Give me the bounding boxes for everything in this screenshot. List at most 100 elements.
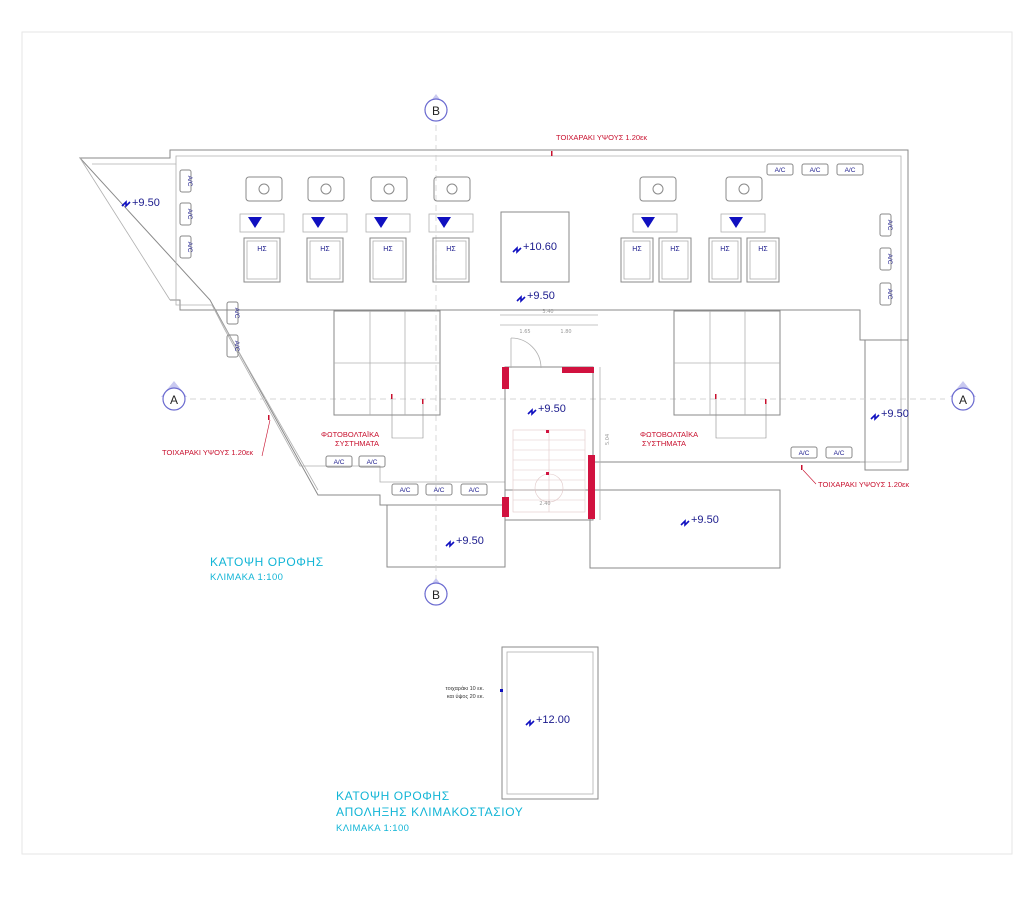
plan-title: ΚΑΤΟΨΗ ΟΡΟΦΗΣ [210,555,324,569]
svg-text:ΗΣ: ΗΣ [257,246,267,253]
ac-unit: A/C [425,483,453,496]
ac-unit: A/C [179,202,193,226]
roof-outline [78,149,909,569]
level-arrow-icon [680,519,690,527]
level-arrow-icon [512,246,522,254]
svg-text:ΗΣ: ΗΣ [758,246,768,253]
svg-text:A/C: A/C [810,167,821,174]
level-arrow-icon [870,413,880,421]
svg-text:+9.50: +9.50 [527,290,555,302]
svg-text:+12.00: +12.00 [536,714,570,726]
svg-text:+9.50: +9.50 [456,535,484,547]
ac-unit: A/C [879,282,893,306]
plan-scale: ΚΛΙΜΑΚΑ 1:100 [210,572,283,583]
level-arrow-icon [516,295,526,303]
triangle-marker-icon [632,213,678,233]
svg-text:A/C: A/C [799,450,810,457]
hs-box: ΗΣ [620,237,654,283]
svg-text:A: A [959,393,967,407]
triangle-marker-icon [302,213,348,233]
level-nw: +9.50 [121,197,160,209]
ac-unit: A/C [879,213,893,237]
triangle-marker-icon [428,213,474,233]
triangle-marker-icon [720,213,766,233]
leader-line [802,469,817,485]
section-marker-a-left: A [161,381,187,411]
level-center-top: +10.60 [512,241,557,254]
level-markers: +9.50 +10.60 +9.50 +9.50 +9.50 +9.50 +9.… [121,197,909,548]
svg-text:A/C: A/C [434,487,445,494]
stair-roof-title-2: ΑΠΟΛΗΞΗΣ ΚΛΙΜΑΚΟΣΤΑΣΙΟΥ [336,805,523,819]
wall-note-left: ΤΟΙΧΑΡΑΚΙ ΥΨΟΥΣ 1.20εκ [162,448,253,457]
note-marker-icon [500,689,503,692]
svg-text:ΗΣ: ΗΣ [383,246,393,253]
svg-text:A/C: A/C [400,487,411,494]
svg-text:A/C: A/C [233,341,240,352]
level-south-left: +9.50 [445,535,484,548]
level-arrow-icon [445,540,455,548]
section-marker-a-right: A [950,381,976,411]
ac-units: A/C A/C A/C A/C A/C A/C A/C A/C A/C A/C … [179,163,893,496]
svg-text:A/C: A/C [886,254,893,265]
wall-note-right: ΤΟΙΧΑΡΑΚΙ ΥΨΟΥΣ 1.20εκ [818,480,909,489]
solar-collector-tanks [245,176,763,202]
ac-unit: A/C [179,169,193,193]
pv-note-left-1: ΦΩΤΟΒΟΛΤΑΪΚΑ [321,430,379,439]
ac-unit: A/C [179,235,193,259]
solar-tank [370,176,408,202]
vent-markers [239,213,766,233]
sheet-frame [21,31,1013,855]
svg-text:ΗΣ: ΗΣ [446,246,456,253]
ac-unit: A/C [801,163,829,176]
hs-box: ΗΣ [369,237,407,283]
solar-tank [639,176,677,202]
pv-note-right-1: ΦΩΤΟΒΟΛΤΑΪΚΑ [640,430,698,439]
svg-text:και ύψος 20 εκ.: και ύψος 20 εκ. [447,693,485,700]
level-arrow-icon [121,200,131,208]
level-arrow-icon [525,719,535,727]
svg-text:A/C: A/C [886,289,893,300]
svg-text:A/C: A/C [845,167,856,174]
ac-unit: A/C [790,446,818,459]
level-stair: +9.50 [527,403,566,416]
stair-roof-title-1: ΚΑΤΟΨΗ ΟΡΟΦΗΣ [336,789,450,803]
triangle-marker-icon [365,213,411,233]
ac-unit: A/C [879,247,893,271]
level-arrow-icon [527,408,537,416]
svg-text:A/C: A/C [367,459,378,466]
svg-text:τοιχαράκι 10 εκ.: τοιχαράκι 10 εκ. [446,685,485,692]
level-center: +9.50 [516,290,555,303]
svg-text:ΗΣ: ΗΣ [320,246,330,253]
svg-text:ΗΣ: ΗΣ [632,246,642,253]
pv-panels-left [333,310,441,416]
svg-text:A/C: A/C [186,242,193,253]
ac-unit: A/C [825,446,853,459]
svg-text:+9.50: +9.50 [538,403,566,415]
svg-text:2.40: 2.40 [539,501,550,507]
solar-tank [245,176,283,202]
svg-text:3.40: 3.40 [542,309,553,315]
solar-tank [725,176,763,202]
svg-text:A/C: A/C [886,220,893,231]
svg-text:+9.50: +9.50 [132,197,160,209]
pv-note-right-2: ΣΥΣΤΗΜΑΤΑ [642,439,686,448]
hs-box: ΗΣ [432,237,470,283]
stair-roof-scale: ΚΛΙΜΑΚΑ 1:100 [336,823,409,834]
svg-text:A/C: A/C [233,308,240,319]
pv-panels-right [673,310,781,416]
ac-unit: A/C [460,483,488,496]
balcony-south-left [386,504,506,568]
svg-text:+9.50: +9.50 [691,514,719,526]
svg-text:+9.50: +9.50 [881,408,909,420]
section-marker-b-bottom: B [424,578,448,606]
svg-text:A/C: A/C [775,167,786,174]
stair-core: 3.40 1.65 1.80 5.04 2.40 [500,309,611,521]
level-stair-roof: +12.00 [525,714,570,727]
ac-unit: A/C [836,163,864,176]
svg-text:+10.60: +10.60 [523,241,557,253]
solar-tank [433,176,471,202]
svg-text:A: A [170,393,178,407]
svg-text:5.04: 5.04 [605,434,611,445]
hs-box: ΗΣ [306,237,344,283]
svg-text:A/C: A/C [186,209,193,220]
